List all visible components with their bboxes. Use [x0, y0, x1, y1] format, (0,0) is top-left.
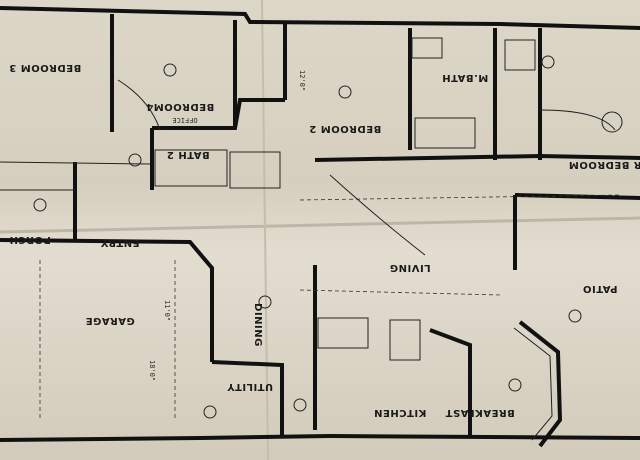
room-label-bath2: BATH 2 [166, 149, 209, 160]
room-label-office: OFFICE [172, 116, 197, 124]
paper-fold [0, 216, 640, 234]
room-label-porch: PORCH [9, 234, 51, 245]
room-label-utility: UTILITY [227, 381, 274, 392]
room-label-mbath: M.BATH [442, 72, 489, 83]
room-label-bedroom4: BEDROOM4 [146, 101, 214, 112]
room-label-garage: GARAGE [85, 315, 134, 326]
room-label-entry: ENTRY [100, 237, 139, 248]
bay-window [518, 320, 563, 448]
dimension-bedroom2: 12'0" [298, 70, 306, 91]
light-fixtures [33, 55, 582, 419]
room-label-bedroom2: BEDROOM 2 [309, 123, 381, 134]
detail-lines [0, 37, 623, 420]
paper-fold [261, 0, 269, 460]
room-label-breakfast: BREAKFAST [445, 407, 515, 418]
walls [0, 6, 640, 442]
dimension-garage: 18'0" [148, 360, 156, 381]
room-label-patio: PATIO [583, 283, 618, 294]
room-label-living: LIVING [389, 262, 430, 273]
dimension-dining: 11'0" [163, 300, 171, 321]
room-label-kitchen: KITCHEN [374, 407, 427, 418]
room-label-master-bedroom: R BEDROOM [568, 159, 640, 170]
room-label-dining: DINING [252, 303, 263, 347]
room-label-bedroom3: BEDROOM 3 [9, 62, 81, 73]
